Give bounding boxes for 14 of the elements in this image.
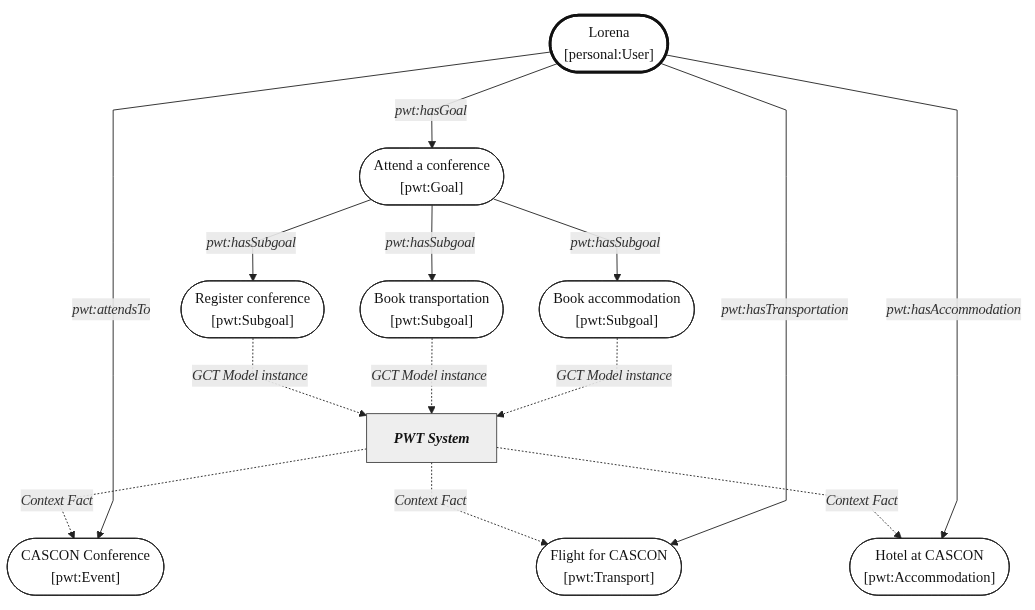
edge-label: Context Fact xyxy=(20,492,93,508)
edge-label: Context Fact xyxy=(394,492,467,508)
edge-label: pwt:hasSubgoal xyxy=(385,234,475,250)
node-box: PWT System xyxy=(366,412,498,463)
edge-label: Context Fact xyxy=(825,492,898,508)
edge-label: pwt:hasSubgoal xyxy=(206,234,296,250)
edge-label: pwt:hasTransportation xyxy=(721,300,849,317)
edge-label: pwt:hasSubgoal xyxy=(570,234,660,250)
edge-label: GCT Model instance xyxy=(371,367,487,383)
edge-label: pwt:hasAccommodation xyxy=(886,300,1021,317)
edge-label: GCT Model instance xyxy=(556,367,672,383)
edge-label: pwt:hasGoal xyxy=(395,101,467,118)
edge-label: pwt:attendsTo xyxy=(72,300,151,317)
edge-label: GCT Model instance xyxy=(192,367,308,383)
